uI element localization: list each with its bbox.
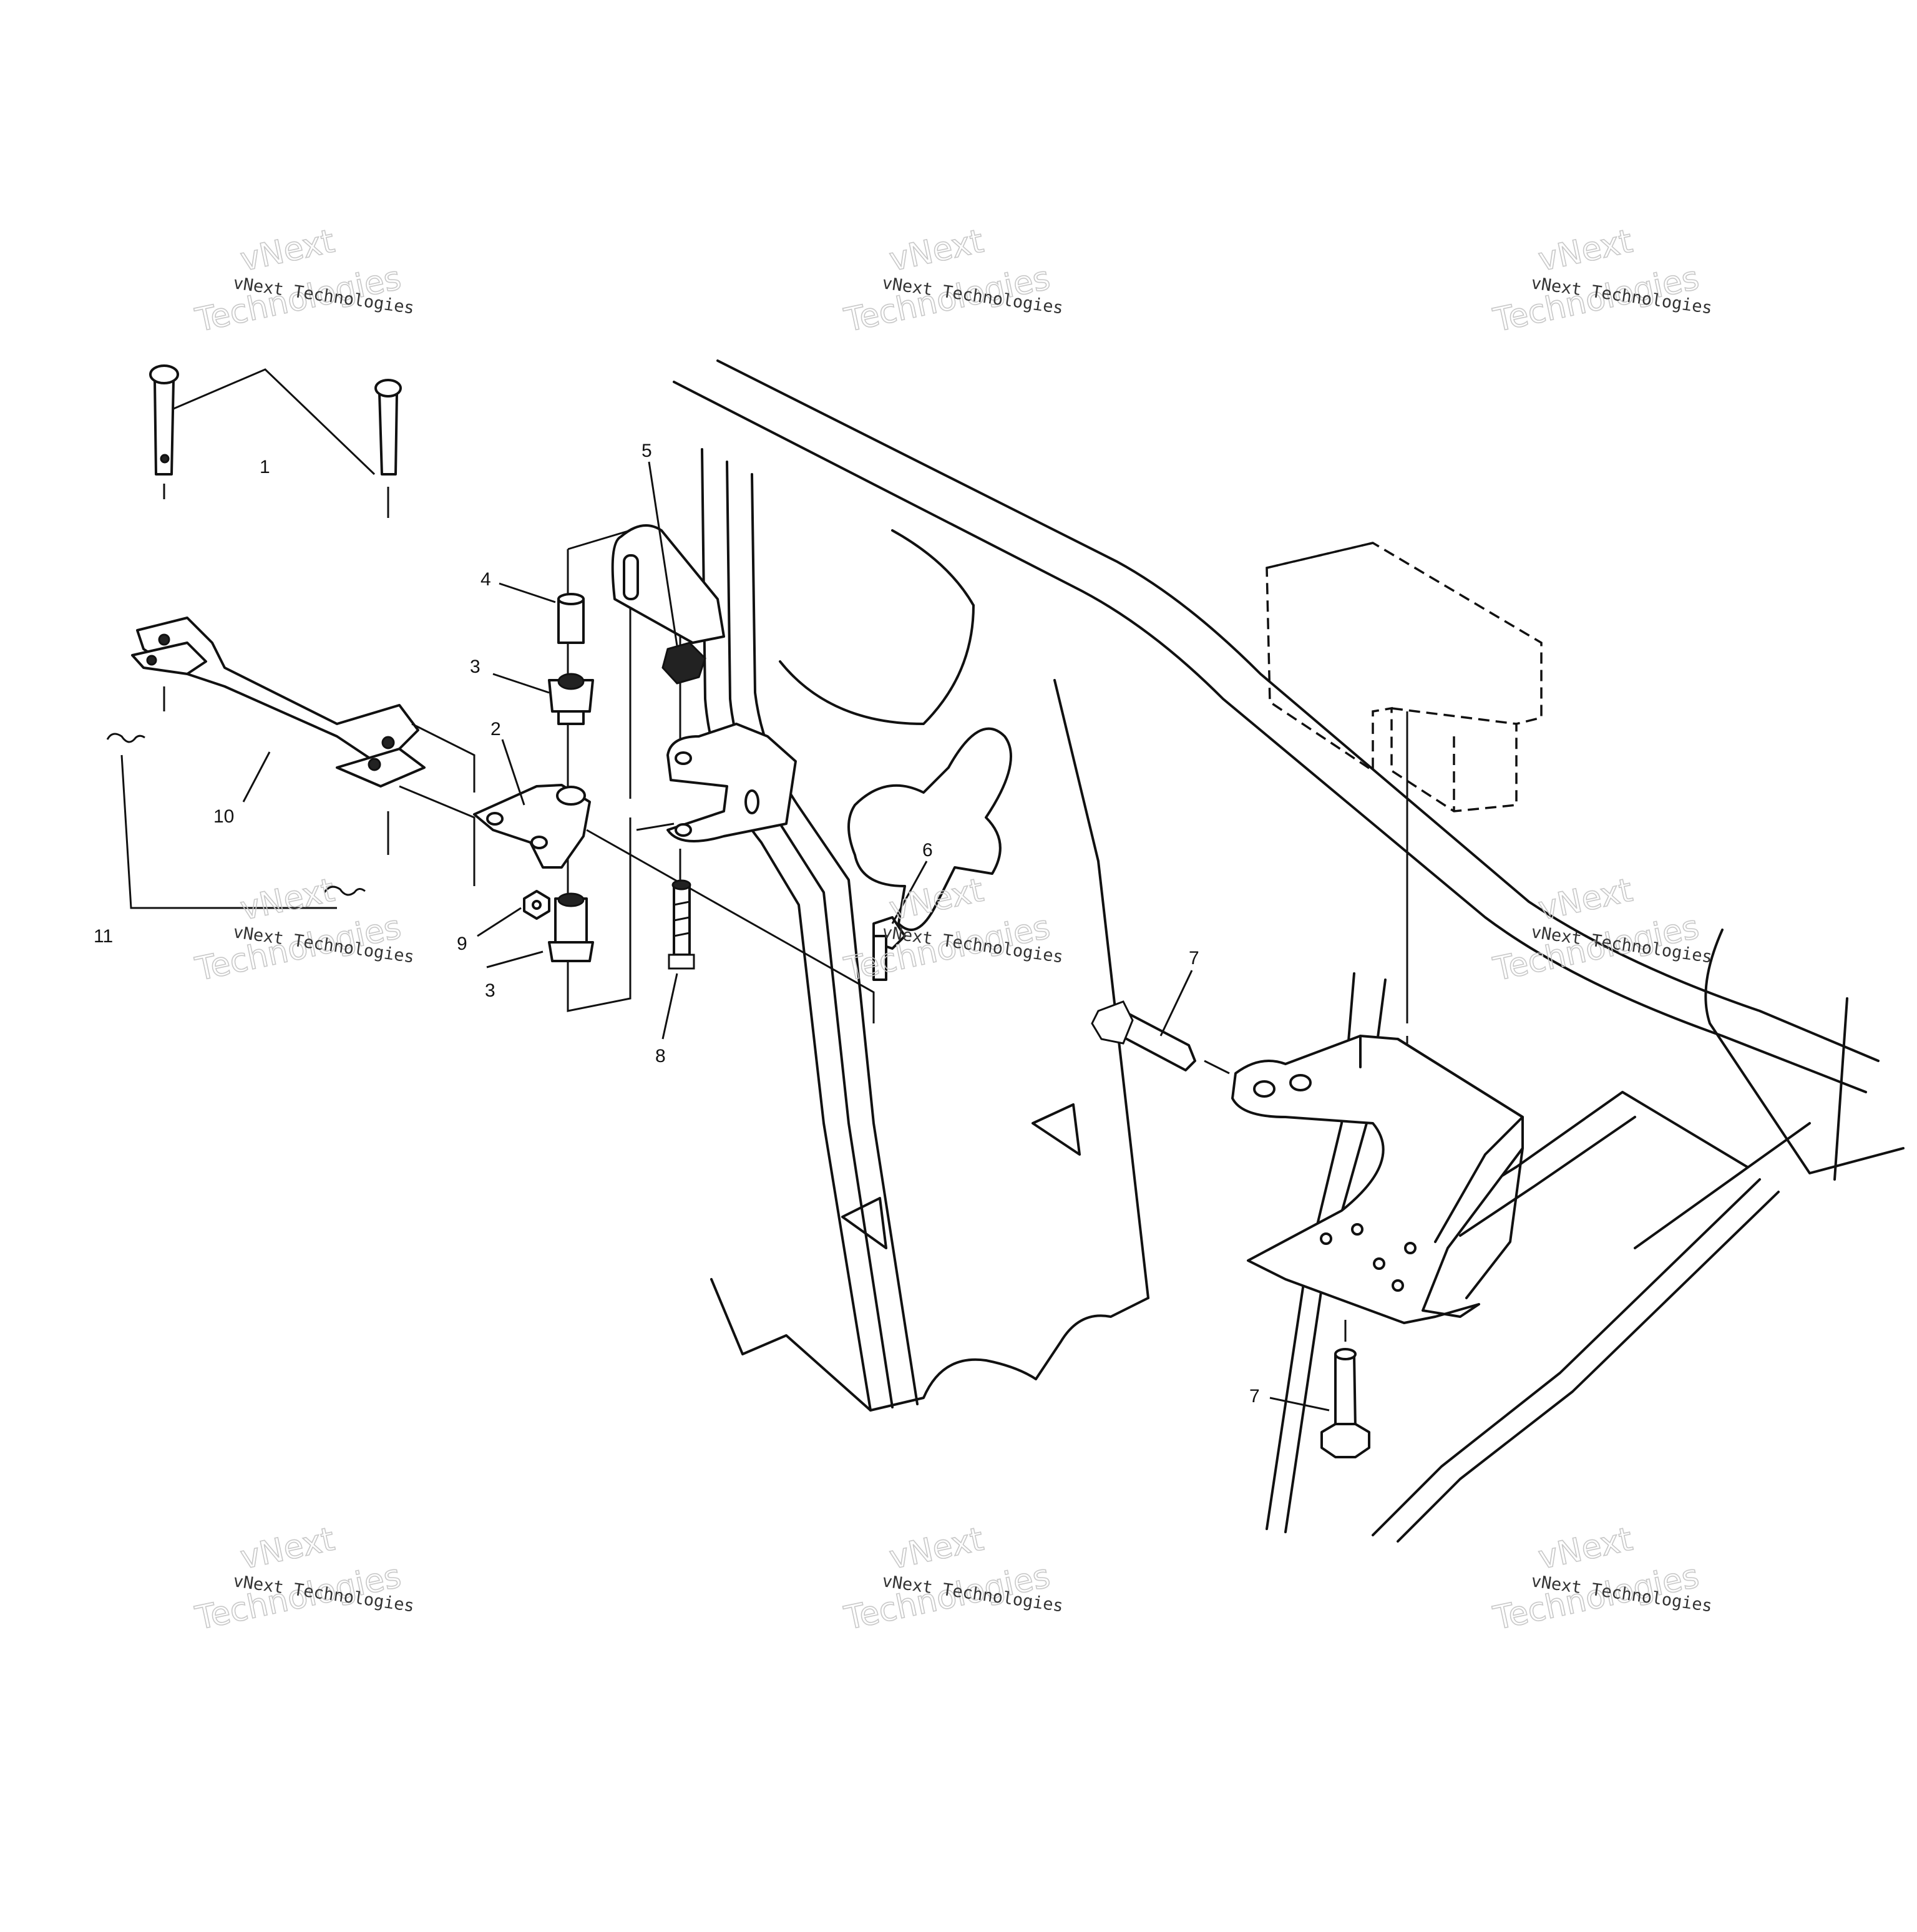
- svg-text:vNext: vNext: [237, 1521, 338, 1577]
- callout-10: 10: [213, 806, 234, 827]
- callout-3-upper: 3: [470, 656, 480, 677]
- callout-5: 5: [641, 441, 652, 461]
- callout-3-lower: 3: [485, 980, 495, 1001]
- svg-text:vNext: vNext: [1535, 872, 1636, 928]
- svg-text:vNext: vNext: [886, 223, 987, 279]
- svg-text:vNext: vNext: [1535, 223, 1636, 279]
- mount-bracket: [1231, 1035, 1524, 1324]
- svg-text:vNext: vNext: [886, 872, 987, 928]
- phantom-box: [1266, 542, 1543, 1073]
- svg-text:vNext: vNext: [1535, 1521, 1636, 1577]
- bolt-vertical: [1320, 1320, 1370, 1458]
- callout-labels: 1 2 3 3 4 5 6 7 7 8 9 10 11: [94, 441, 1260, 1407]
- callout-2: 2: [490, 719, 501, 739]
- callout-8: 8: [655, 1046, 666, 1066]
- callout-6: 6: [922, 840, 933, 861]
- link-bar-assembly: [106, 364, 476, 896]
- svg-text:vNext: vNext: [237, 872, 338, 928]
- callout-7-lower: 7: [1249, 1386, 1260, 1407]
- leader-lines: [120, 368, 1330, 1412]
- callout-11: 11: [94, 926, 113, 947]
- watermarks: vNext Technologies vNext Technologies vN…: [192, 222, 1714, 1638]
- svg-text:vNext: vNext: [237, 223, 338, 279]
- callout-4: 4: [480, 569, 491, 590]
- bolt-horizontal: [1091, 1000, 1230, 1075]
- svg-text:vNext: vNext: [886, 1521, 987, 1577]
- callout-1: 1: [260, 457, 270, 477]
- callout-7-upper: 7: [1189, 948, 1199, 968]
- callout-9: 9: [457, 934, 467, 954]
- hinge-assembly: [473, 524, 906, 1023]
